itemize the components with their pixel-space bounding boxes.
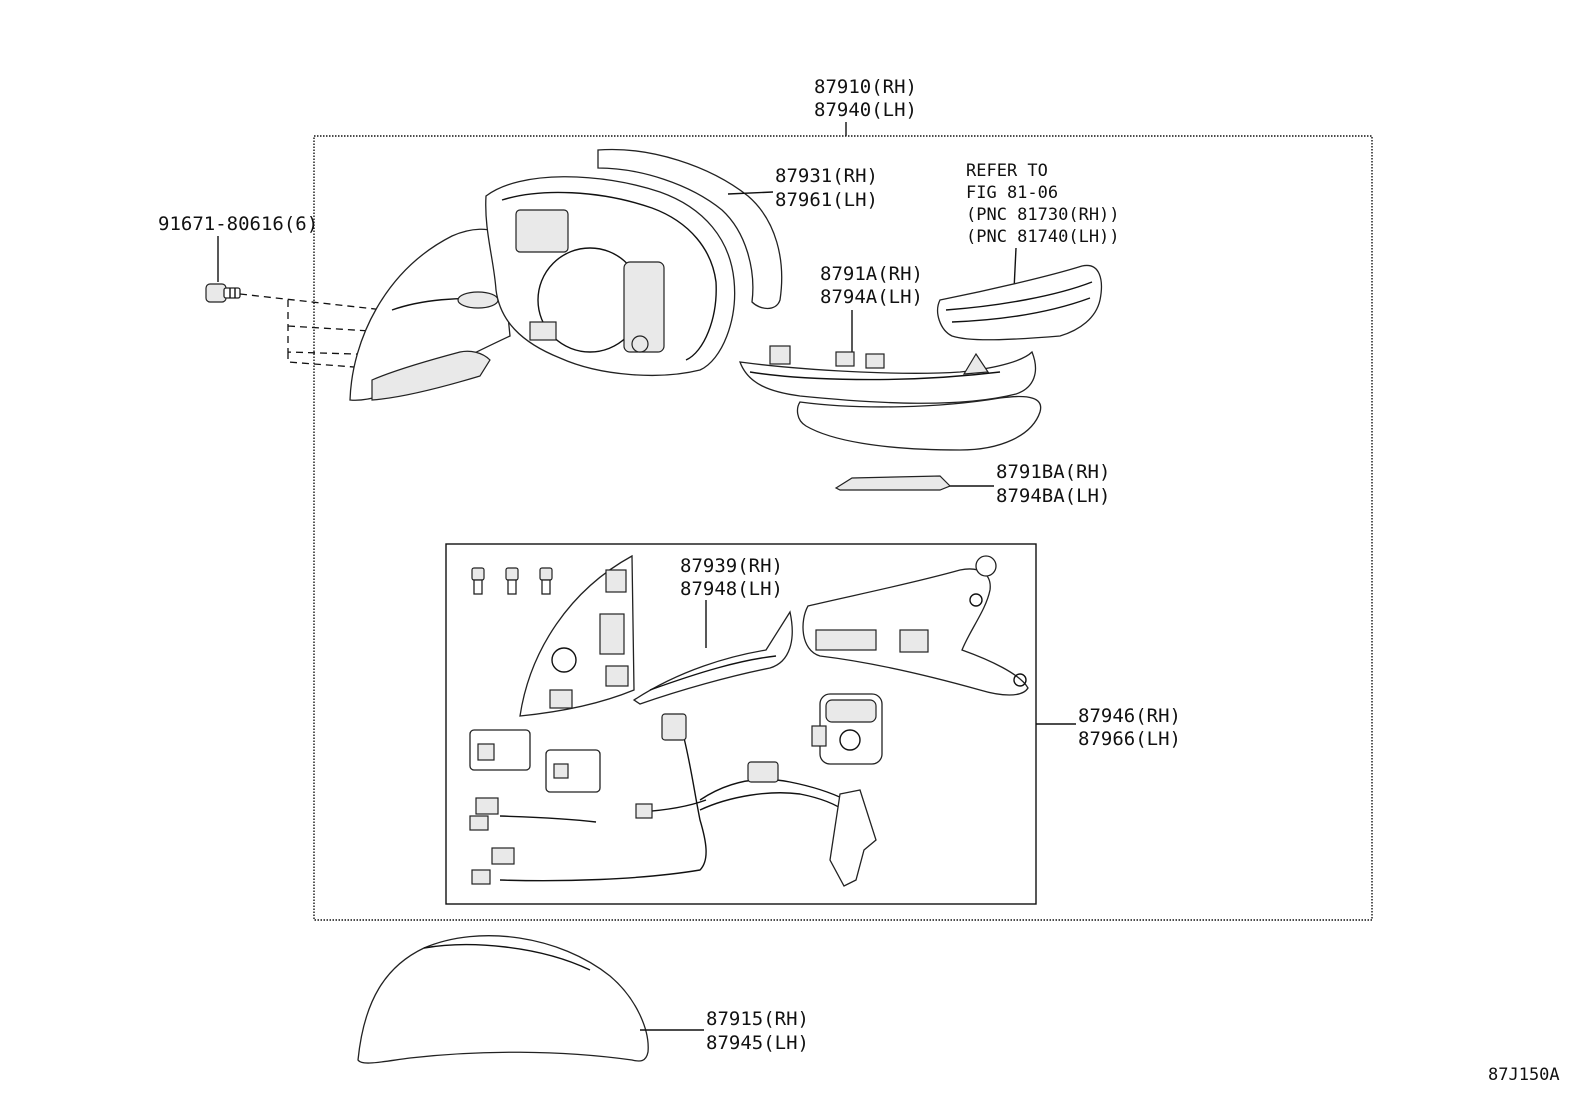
label-cover-lower-lh: 8794A(LH) bbox=[820, 286, 923, 308]
screw-part bbox=[205, 283, 241, 303]
motor-bracket-part bbox=[802, 555, 1029, 696]
label-cover-cap-lh: 87945(LH) bbox=[706, 1032, 809, 1054]
label-motor[interactable]: 87946(RH) 87966(LH) bbox=[1078, 705, 1181, 750]
label-cover-cap-rh: 87915(RH) bbox=[706, 1008, 809, 1030]
label-gasket-rh: 87939(RH) bbox=[680, 555, 783, 577]
label-gasket[interactable]: 87939(RH) 87948(LH) bbox=[680, 555, 783, 600]
label-screw[interactable]: 91671-80616(6) bbox=[158, 213, 318, 235]
label-motor-lh: 87966(LH) bbox=[1078, 728, 1181, 750]
actuator-motor-part bbox=[811, 693, 883, 765]
diagram-id: 87J150A bbox=[1488, 1065, 1560, 1085]
label-mirror-lh: 87961(LH) bbox=[775, 189, 878, 211]
leader-mirror bbox=[727, 191, 774, 195]
label-mirror-rh: 87931(RH) bbox=[775, 165, 878, 187]
label-bracket-rh: 8791BA(RH) bbox=[996, 461, 1110, 483]
heater-plate-part bbox=[519, 554, 635, 717]
label-mirror[interactable]: 87931(RH) 87961(LH) bbox=[775, 165, 878, 211]
lower-cover-part bbox=[739, 345, 1042, 451]
wire-harness-part bbox=[499, 713, 877, 887]
mirror-frame-part bbox=[485, 176, 736, 376]
screw-guide-lines bbox=[239, 293, 421, 373]
turn-signal-lamp-part bbox=[937, 264, 1103, 341]
label-cover-cap[interactable]: 87915(RH) 87945(LH) bbox=[706, 1008, 809, 1054]
refer-line-3: (PNC 81730(RH)) bbox=[966, 205, 1120, 225]
label-motor-rh: 87946(RH) bbox=[1078, 705, 1181, 727]
label-assembly-rh: 87910(RH) bbox=[814, 76, 917, 98]
assembly-box bbox=[313, 135, 1373, 921]
label-bracket-lh: 8794BA(LH) bbox=[996, 485, 1110, 507]
label-assembly[interactable]: 87910(RH) 87940(LH) bbox=[814, 76, 917, 121]
label-screw-text: 91671-80616(6) bbox=[158, 213, 318, 235]
label-cover-lower-rh: 8791A(RH) bbox=[820, 263, 923, 285]
leader-refer bbox=[1013, 247, 1017, 291]
refer-line-1: REFER TO bbox=[966, 161, 1048, 181]
label-bracket[interactable]: 8791BA(RH) 8794BA(LH) bbox=[996, 461, 1110, 507]
label-gasket-lh: 87948(LH) bbox=[680, 578, 783, 600]
mirror-housing-part bbox=[349, 228, 511, 401]
label-cover-lower[interactable]: 8791A(RH) 8794A(LH) bbox=[820, 263, 923, 308]
small-screws-part bbox=[471, 567, 553, 595]
bracket-part bbox=[834, 475, 952, 491]
outer-cover-cap-part bbox=[357, 935, 649, 1064]
label-assembly-lh: 87940(LH) bbox=[814, 99, 917, 121]
label-refer-note[interactable]: REFER TO FIG 81-06 (PNC 81730(RH)) (PNC … bbox=[966, 161, 1120, 247]
mirror-glass-part bbox=[597, 148, 783, 310]
connectors-part bbox=[469, 729, 601, 885]
gasket-part bbox=[632, 610, 793, 705]
refer-line-4: (PNC 81740(LH)) bbox=[966, 227, 1120, 247]
refer-line-2: FIG 81-06 bbox=[966, 183, 1058, 203]
